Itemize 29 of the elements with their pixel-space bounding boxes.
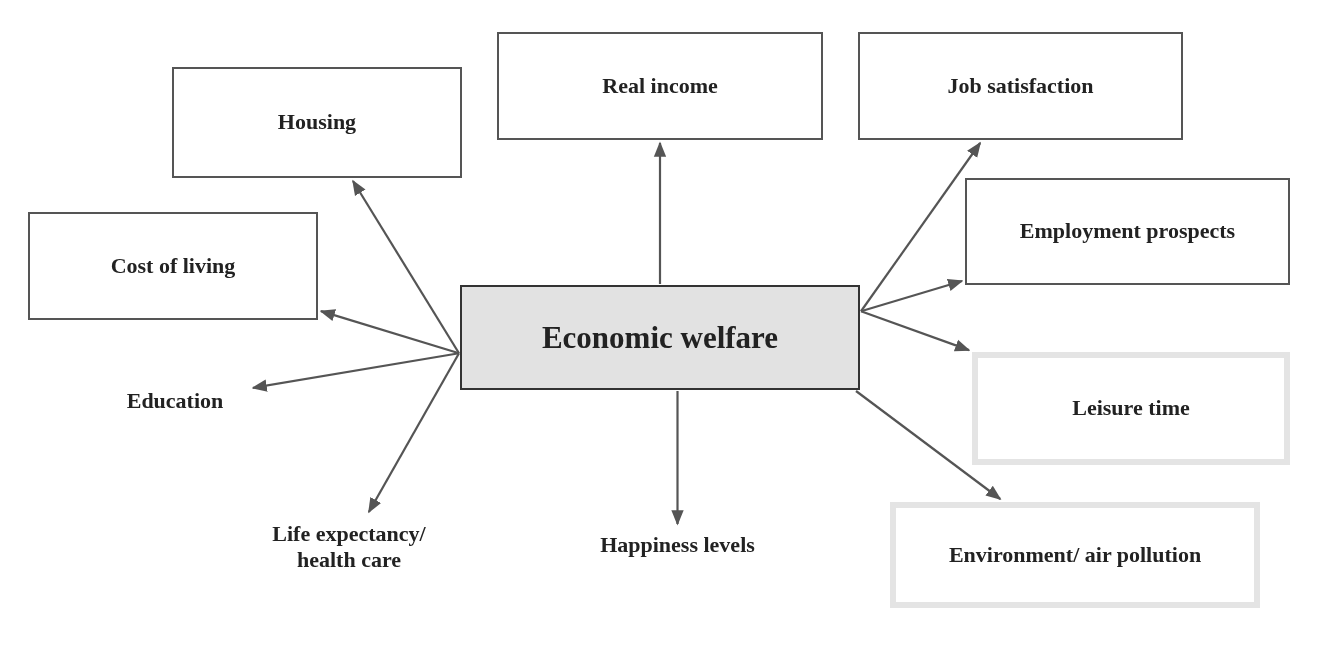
factor-label: Life expectancy/ health care	[271, 520, 427, 574]
factor-box	[172, 67, 462, 178]
arrow	[367, 352, 460, 514]
factor-box	[858, 32, 1183, 140]
factor-label: Environment/ air pollution	[947, 541, 1203, 569]
factor-label: Employment prospects	[1018, 218, 1237, 245]
factor-label: Leisure time	[1071, 395, 1191, 422]
arrow	[671, 391, 684, 526]
arrow	[860, 310, 971, 352]
factor-box	[890, 502, 1260, 608]
factor-label: Education	[125, 387, 225, 415]
arrow	[352, 179, 460, 354]
factor-label: Housing	[276, 109, 358, 136]
factor-box	[28, 212, 318, 320]
factor-box	[497, 32, 823, 140]
arrow	[653, 141, 667, 284]
arrow	[860, 141, 982, 312]
factor-box	[972, 352, 1290, 465]
center-label: Economic welfare	[540, 318, 780, 357]
factor-label: Happiness levels	[599, 531, 756, 559]
arrow	[251, 352, 460, 392]
factor-label: Job satisfaction	[946, 72, 1095, 100]
arrow	[319, 309, 460, 355]
factor-label: Real income	[601, 72, 719, 100]
factor-box	[965, 178, 1290, 285]
factor-label: Cost of living	[109, 252, 237, 280]
arrow	[860, 279, 964, 313]
center-box	[460, 285, 860, 390]
arrow	[855, 390, 1002, 500]
